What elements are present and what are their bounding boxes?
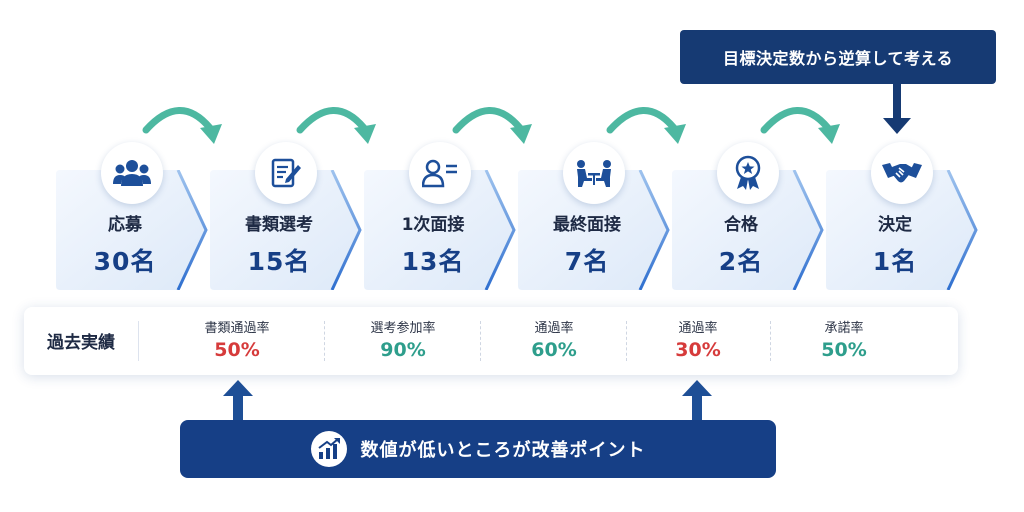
document-pen-icon bbox=[255, 142, 317, 204]
stage-label: 最終面接 bbox=[553, 215, 621, 235]
stage-decision: 決定 1名 bbox=[826, 142, 978, 290]
rate-acceptance: 承諾率 50% bbox=[769, 317, 919, 361]
rate-name: 通過率 bbox=[678, 321, 718, 336]
stage-final-interview: 最終面接 7名 bbox=[518, 142, 670, 290]
stage-count: 15名 bbox=[247, 247, 311, 276]
rate-final-pass: 通過率 30% bbox=[623, 317, 773, 361]
rate-first-pass: 通過率 60% bbox=[479, 317, 629, 361]
goal-callout-text: 目標決定数から逆算して考える bbox=[722, 49, 954, 68]
divider bbox=[626, 321, 627, 361]
stage-application: 応募 30名 bbox=[56, 142, 208, 290]
stage-count: 13名 bbox=[401, 247, 465, 276]
stage-document-screening: 書類選考 15名 bbox=[210, 142, 362, 290]
rate-name: 選考参加率 bbox=[370, 321, 436, 336]
flow-arrow-3 bbox=[452, 107, 532, 144]
stage-label: 決定 bbox=[878, 215, 912, 235]
divider bbox=[770, 321, 771, 361]
award-badge-icon bbox=[717, 142, 779, 204]
people-group-icon bbox=[101, 142, 163, 204]
stage-count: 1名 bbox=[872, 247, 918, 276]
rate-value: 90% bbox=[380, 339, 426, 361]
rate-value: 50% bbox=[214, 339, 260, 361]
flow-arrow-4 bbox=[606, 107, 686, 144]
growth-chart-icon bbox=[310, 431, 347, 467]
person-id-icon bbox=[409, 142, 471, 204]
stage-label: 合格 bbox=[724, 215, 758, 235]
improvement-banner: 数値が低いところが改善ポイント bbox=[180, 420, 776, 478]
handshake-icon bbox=[871, 142, 933, 204]
rate-document-pass: 書類通過率 50% bbox=[162, 317, 312, 361]
stage-count: 2名 bbox=[718, 247, 764, 276]
divider bbox=[324, 321, 325, 361]
divider bbox=[480, 321, 481, 361]
up-arrow-document-pass bbox=[223, 380, 253, 422]
interview-meeting-icon bbox=[563, 142, 625, 204]
up-arrow-final-pass bbox=[682, 380, 712, 422]
rate-name: 書類通過率 bbox=[204, 321, 270, 336]
rate-value: 60% bbox=[531, 339, 577, 361]
stage-count: 7名 bbox=[564, 247, 610, 276]
stage-label: 書類選考 bbox=[245, 215, 313, 235]
stage-passed: 合格 2名 bbox=[672, 142, 824, 290]
rate-name: 通過率 bbox=[534, 321, 574, 336]
divider bbox=[138, 321, 139, 361]
flow-arrow-5 bbox=[760, 107, 840, 144]
rate-name: 承諾率 bbox=[824, 321, 864, 336]
past-results-title: 過去実績 bbox=[47, 333, 115, 353]
stage-label: 応募 bbox=[108, 215, 142, 235]
flow-arrow-1 bbox=[142, 107, 222, 144]
stage-label: 1次面接 bbox=[401, 215, 465, 235]
rate-value: 30% bbox=[675, 339, 721, 361]
goal-callout: 目標決定数から逆算して考える bbox=[680, 30, 996, 84]
past-results-panel: 過去実績 書類通過率 50% 選考参加率 90% 通過率 60% 通過率 30%… bbox=[24, 307, 958, 375]
stage-count: 30名 bbox=[93, 247, 157, 276]
flow-arrow-2 bbox=[296, 107, 376, 144]
rate-participation: 選考参加率 90% bbox=[328, 317, 478, 361]
rate-value: 50% bbox=[821, 339, 867, 361]
callout-down-arrow bbox=[883, 84, 911, 134]
improvement-banner-text: 数値が低いところが改善ポイント bbox=[360, 440, 646, 461]
stage-first-interview: 1次面接 13名 bbox=[364, 142, 516, 290]
